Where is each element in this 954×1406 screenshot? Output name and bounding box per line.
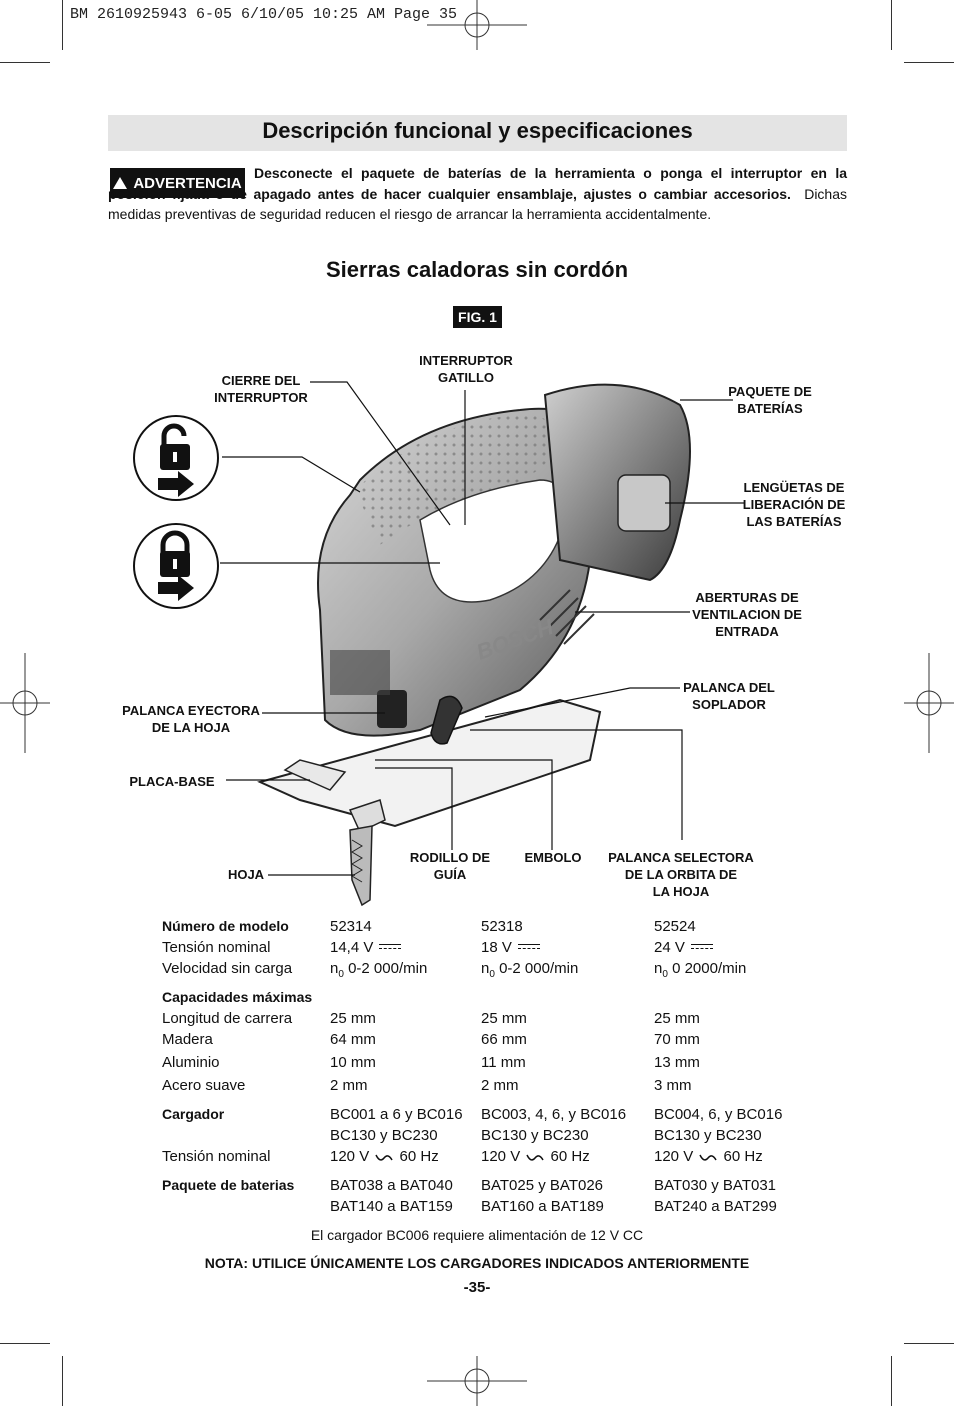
table-row: Número de modelo 52314 52318 52524 bbox=[162, 918, 696, 935]
print-header: BM 2610925943 6-05 6/10/05 10:25 AM Page… bbox=[70, 6, 458, 23]
lock-icon-closed bbox=[133, 523, 219, 609]
dc-symbol-icon bbox=[690, 943, 713, 951]
warning-body-text: Dichas medidas preventivas de seguridad … bbox=[108, 185, 847, 223]
label-hoja: HOJA bbox=[227, 867, 265, 882]
leader-lines bbox=[220, 381, 745, 876]
title-bar bbox=[108, 115, 847, 151]
table-row: Longitud de carrera 25 mm 25 mm 25 mm bbox=[162, 1010, 700, 1027]
warning-badge-label: ADVERTENCIA bbox=[133, 174, 242, 192]
specifications-table: Número de modelo 52314 52318 52524 Tensi… bbox=[162, 918, 862, 1219]
crop-mark bbox=[904, 62, 954, 63]
page-title: Descripción funcional y especificaciones bbox=[262, 118, 693, 143]
table-row: Aluminio 10 mm 11 mm 13 mm bbox=[162, 1054, 700, 1071]
warning-bold-text: Desconecte el paquete de baterías de la … bbox=[108, 165, 847, 202]
table-row: Cargador BC001 a 6 y BC016 BC003, 4, 6, … bbox=[162, 1106, 783, 1123]
ac-symbol-icon bbox=[375, 1154, 394, 1161]
page-number: -35- bbox=[463, 1279, 491, 1296]
dc-symbol-icon bbox=[379, 943, 402, 951]
jigsaw-drawing: BOSCH bbox=[257, 383, 691, 907]
table-row: Velocidad sin carga n0 0-2 000/min n0 0-… bbox=[162, 960, 747, 980]
table-row: Tensión nominal 120 V 60 Hz 120 V 60 Hz … bbox=[162, 1148, 763, 1165]
figure-badge: FIG. 1 bbox=[453, 306, 502, 328]
table-row: Madera 64 mm 66 mm 70 mm bbox=[162, 1031, 700, 1048]
ac-symbol-icon bbox=[699, 1154, 718, 1161]
ac-symbol-icon bbox=[526, 1154, 545, 1161]
crop-mark bbox=[0, 1343, 50, 1344]
crop-mark bbox=[62, 0, 63, 50]
label-placa-base: PLACA-BASE bbox=[129, 774, 215, 789]
charger-note: El cargador BC006 requiere alimentación … bbox=[310, 1227, 644, 1243]
warning-badge: ADVERTENCIA bbox=[110, 168, 245, 198]
lock-icon-open bbox=[133, 415, 219, 501]
crop-mark bbox=[904, 1343, 954, 1344]
table-row: Tensión nominal 14,4 V 18 V 24 V bbox=[162, 939, 782, 960]
warning-text: Desconecte el paquete de baterías de la … bbox=[108, 163, 847, 225]
crop-mark bbox=[891, 1356, 892, 1406]
table-row: BAT140 a BAT159 BAT160 a BAT189 BAT240 a… bbox=[330, 1198, 777, 1215]
table-row: Paquete de baterias BAT038 a BAT040 BAT0… bbox=[162, 1177, 777, 1194]
nota: NOTA: UTILICE ÚNICAMENTE LOS CARGADORES … bbox=[204, 1255, 750, 1271]
label-embolo: EMBOLO bbox=[524, 850, 582, 865]
warning-icon bbox=[113, 177, 128, 189]
table-row: Capacidades máximas bbox=[162, 989, 313, 1005]
section-title: Sierras caladoras sin cordón bbox=[325, 257, 629, 282]
crop-mark bbox=[0, 62, 50, 63]
jigsaw-diagram: BOSCH bbox=[133, 381, 745, 907]
crop-mark bbox=[891, 0, 892, 50]
dc-symbol-icon bbox=[517, 943, 540, 951]
table-row: Acero suave 2 mm 2 mm 3 mm bbox=[162, 1077, 692, 1094]
table-row: BC130 y BC230 BC130 y BC230 BC130 y BC23… bbox=[330, 1127, 762, 1144]
crop-mark bbox=[62, 1356, 63, 1406]
